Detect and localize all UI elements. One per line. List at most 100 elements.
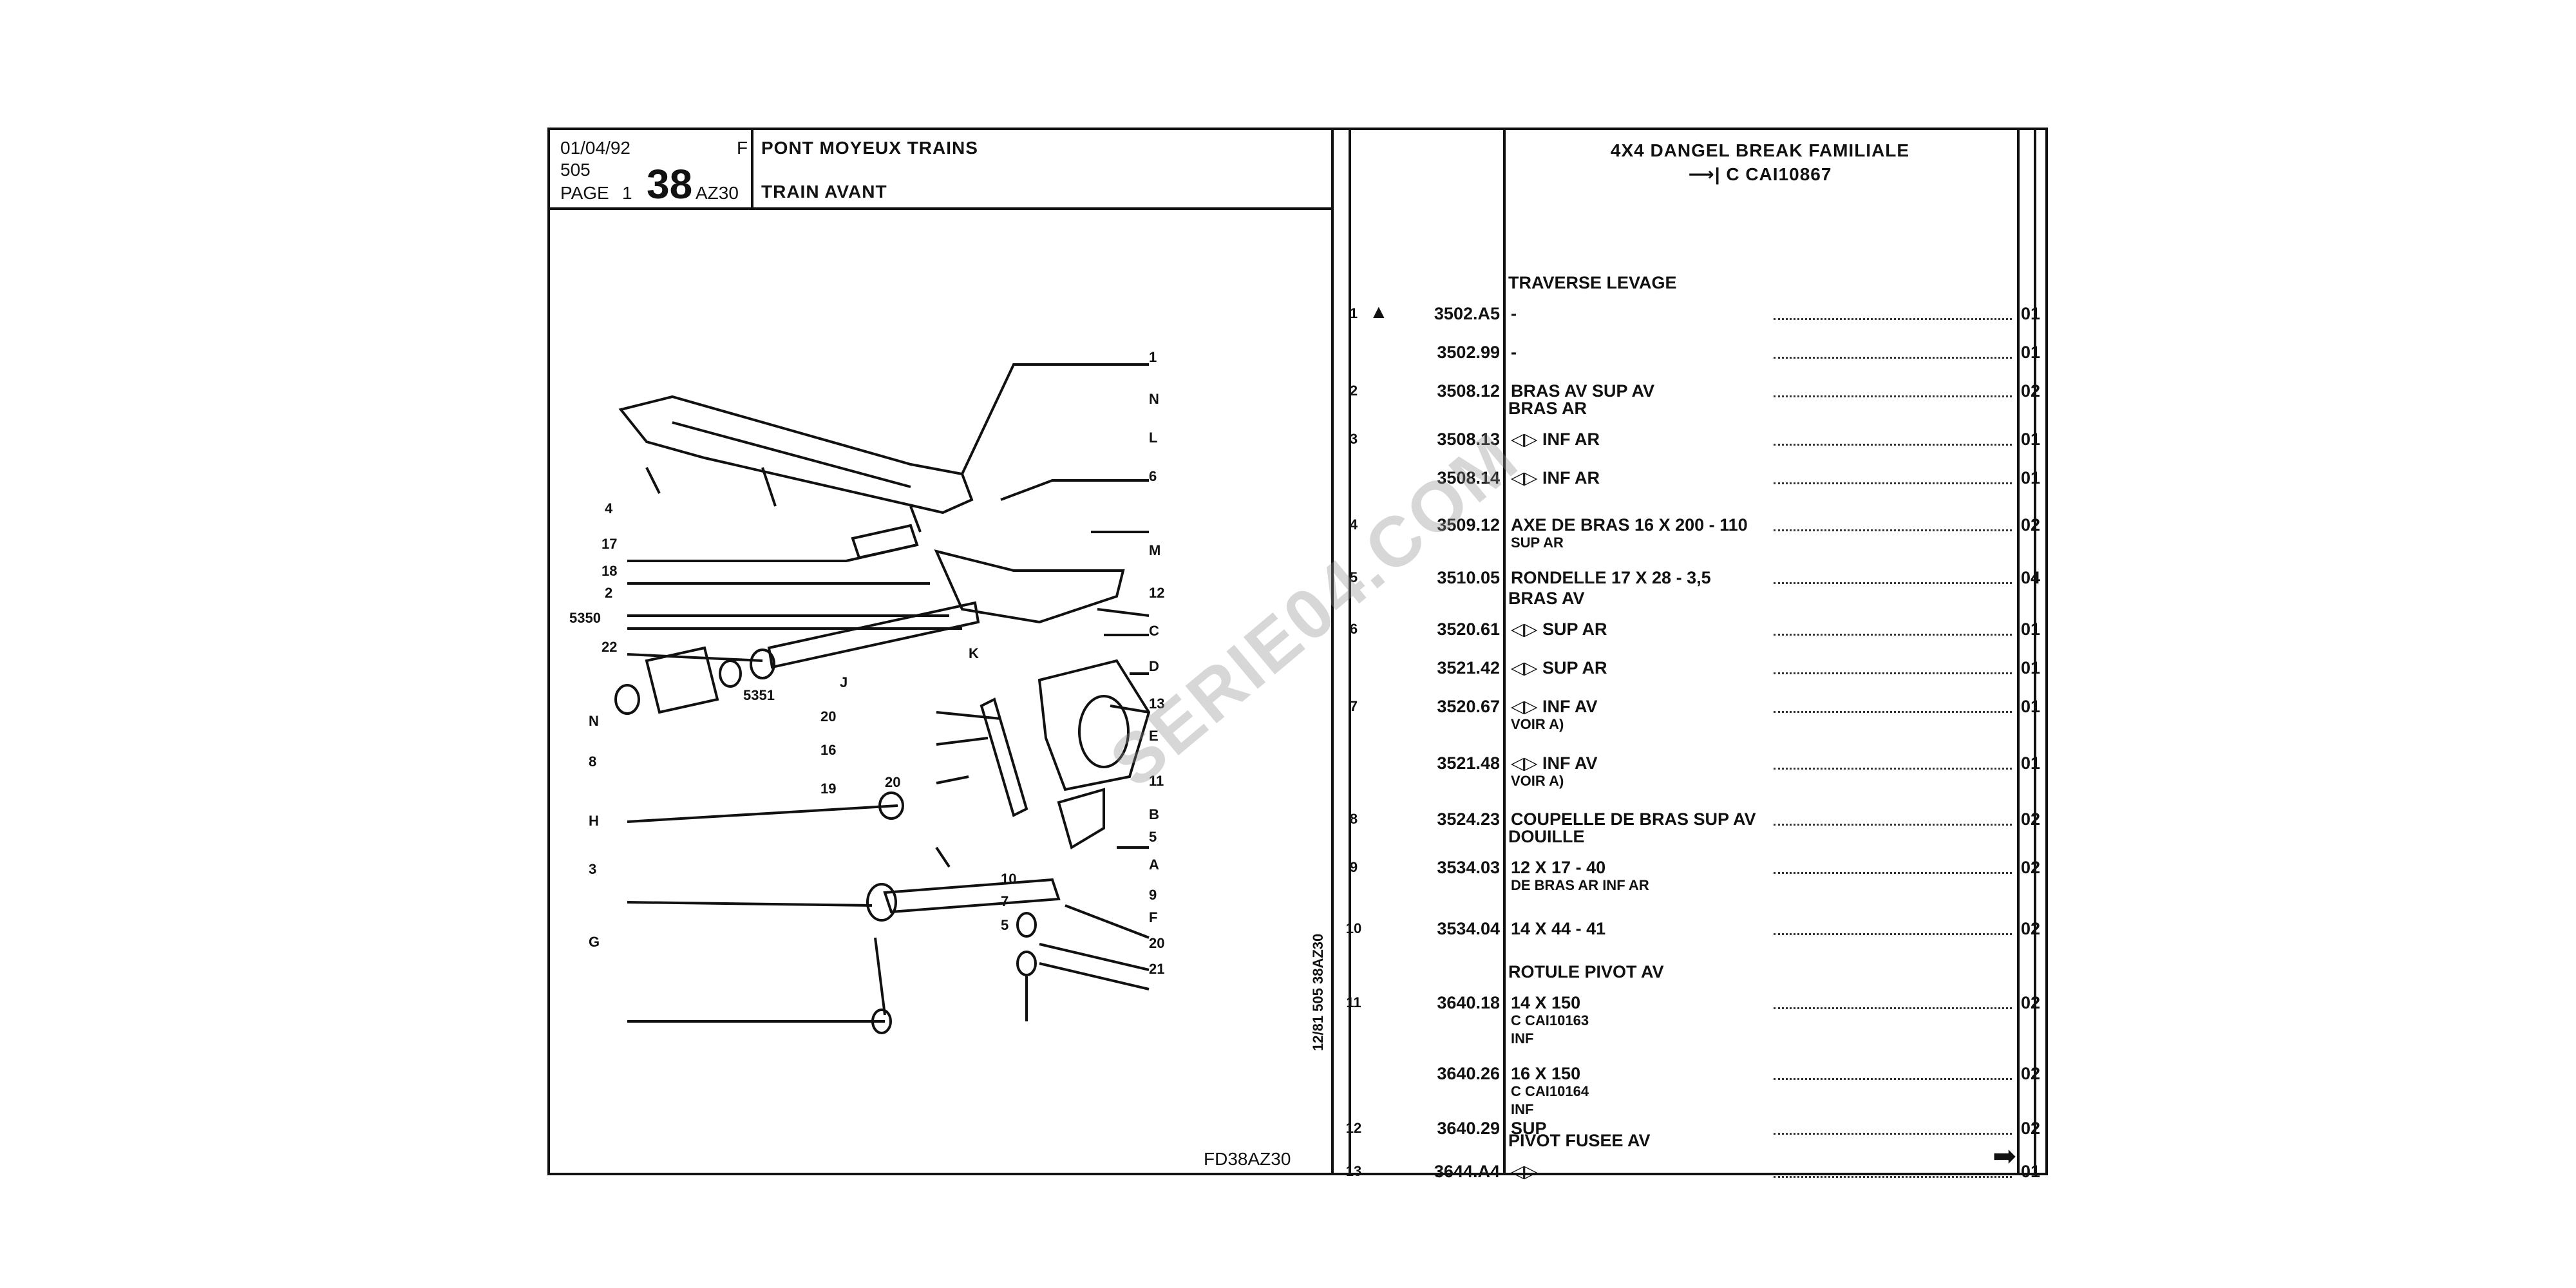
part-quantity: 01 — [2021, 343, 2041, 362]
callout-label: 19 — [820, 781, 837, 797]
leader-dots — [1774, 444, 2012, 446]
leader-dots — [1774, 318, 2012, 320]
part-subdescription: SUP AR — [1511, 535, 1564, 551]
part-subdescription: VOIR A) — [1511, 773, 1564, 789]
tie-link — [980, 697, 1028, 817]
part-index: 9 — [1349, 859, 1358, 875]
callout-label: 6 — [1149, 468, 1157, 484]
vehicle-title: 4X4 DANGEL BREAK FAMILIALE — [1610, 140, 1910, 160]
part-quantity: 02 — [2021, 858, 2041, 877]
lower-arm — [883, 878, 1061, 914]
part-description: - — [1511, 343, 1517, 362]
subsection-title: TRAIN AVANT — [761, 182, 887, 202]
header-page-no: 1 — [622, 183, 632, 203]
callout-label: 8 — [589, 753, 597, 770]
part-quantity: 02 — [2021, 515, 2041, 535]
part-quantity: 01 — [2021, 753, 2041, 773]
header-divider — [550, 207, 1331, 210]
ball-joint — [1057, 788, 1105, 850]
callout-label: 13 — [1149, 696, 1165, 712]
callout-label: E — [1149, 728, 1159, 744]
part-subdescription: C CAI10163 — [1511, 1012, 1589, 1028]
leader-dots — [1774, 634, 2012, 636]
part-quantity: 01 — [2021, 430, 2041, 449]
callout-label: 11 — [1149, 773, 1164, 789]
part-subdescription: C CAI10164 — [1511, 1083, 1589, 1099]
callout-label: D — [1149, 658, 1159, 674]
upper-arm — [934, 549, 1125, 624]
callout-label: 3 — [589, 861, 597, 877]
diagram-drawing — [614, 363, 1151, 1034]
leader-dots — [1774, 1007, 2012, 1009]
leader-dots — [1774, 582, 2012, 584]
col-divider-qty2 — [2034, 130, 2036, 1173]
part-subdescription-2: INF — [1511, 1101, 1534, 1117]
part-reference: 3502.A5 — [1434, 304, 1500, 323]
callout-label: 18 — [601, 563, 618, 579]
part-index: 2 — [1349, 383, 1358, 399]
section-title: PONT MOYEUX TRAINS — [761, 138, 978, 158]
header-page-big: 38 — [647, 161, 693, 207]
header-model: 505 — [560, 160, 591, 180]
part-new-marker: ▲ — [1369, 301, 1388, 323]
diagram-code: FD38AZ30 — [1204, 1149, 1291, 1169]
col-divider-idx — [1349, 130, 1351, 1173]
bracket — [645, 646, 719, 714]
side-reference: 12/81 505 38AZ30 — [1310, 933, 1326, 1051]
strut-rod — [767, 601, 980, 669]
part-group-title: TRAVERSE LEVAGE — [1508, 273, 1677, 292]
part-quantity: 01 — [2021, 1162, 2041, 1181]
part-quantity: 01 — [2021, 620, 2041, 639]
part-reference: 3520.67 — [1437, 697, 1500, 716]
part-reference: 3640.18 — [1437, 993, 1500, 1012]
range-arrow-icon: ⟶| — [1688, 164, 1721, 184]
callout-label: 2 — [605, 585, 613, 601]
part-reference: 3534.03 — [1437, 858, 1500, 877]
vehicle-subtitle-text: C CAI10867 — [1726, 164, 1832, 184]
part-reference: 3640.29 — [1437, 1119, 1500, 1138]
part-reference: 3508.12 — [1437, 381, 1500, 401]
part-description: ◁▷ — [1511, 1162, 1538, 1181]
part-quantity: 02 — [2021, 381, 2041, 401]
part-index: 5 — [1349, 569, 1358, 585]
part-description: - — [1511, 304, 1517, 323]
part-description: 14 X 44 - 41 — [1511, 919, 1606, 938]
callout-label: C — [1149, 623, 1159, 639]
part-quantity: 01 — [2021, 697, 2041, 716]
leader-dots — [1774, 482, 2012, 484]
callout-label: L — [1149, 430, 1158, 446]
crossmember — [618, 395, 974, 515]
part-quantity: 02 — [2021, 810, 2041, 829]
part-description: 12 X 17 - 40 — [1511, 858, 1606, 877]
part-index: 12 — [1345, 1120, 1362, 1136]
part-group-title: DOUILLE — [1508, 827, 1585, 846]
callout-label: 5351 — [743, 687, 775, 703]
col-divider-diagram — [1331, 130, 1334, 1173]
part-index: 13 — [1345, 1163, 1362, 1179]
part-quantity: 02 — [2021, 1119, 2041, 1138]
callout-label: 20 — [1149, 935, 1165, 951]
leader-dots — [1774, 395, 2012, 397]
callout-label: 1 — [1149, 349, 1157, 365]
part-index: 11 — [1346, 994, 1361, 1010]
header-page-label: PAGE — [560, 183, 609, 203]
callout-label: 10 — [1001, 871, 1017, 887]
part-quantity: 04 — [2021, 568, 2041, 587]
part-index: 3 — [1349, 431, 1358, 447]
leader-dots — [1774, 872, 2012, 874]
part-reference: 3640.26 — [1437, 1064, 1500, 1083]
next-page-arrow-icon[interactable]: ➡ — [1993, 1141, 2016, 1172]
part-reference: 3521.42 — [1437, 658, 1500, 677]
part-reference: 3510.05 — [1437, 568, 1500, 587]
part-quantity: 02 — [2021, 1064, 2041, 1083]
part-description: BRAS AV SUP AV — [1511, 381, 1655, 401]
callout-label: N — [1149, 391, 1159, 407]
part-subdescription-2: INF — [1511, 1030, 1534, 1046]
col-divider-ref — [1503, 130, 1506, 1173]
callout-label: 12 — [1149, 585, 1165, 601]
part-index: 6 — [1349, 621, 1358, 637]
leader-dots — [1774, 1078, 2012, 1080]
callout-label: 5 — [1001, 917, 1009, 933]
callout-label: H — [589, 813, 599, 829]
leader-dots — [1774, 933, 2012, 935]
